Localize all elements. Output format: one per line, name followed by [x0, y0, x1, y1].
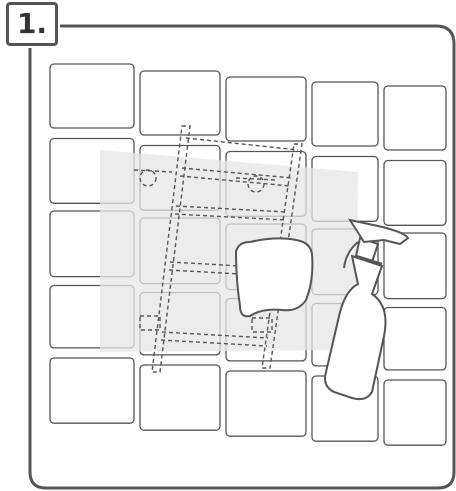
tile — [383, 159, 447, 226]
tile — [383, 379, 447, 446]
tile — [49, 63, 135, 129]
tile — [383, 232, 447, 300]
cloth — [234, 237, 314, 318]
tile — [311, 81, 379, 147]
tile — [383, 306, 447, 371]
panel-frame — [28, 24, 456, 490]
tile — [139, 70, 221, 136]
spray-bottle — [324, 218, 410, 401]
step-number: 1. — [16, 7, 48, 40]
dashed-ladder-outline — [133, 125, 303, 373]
tile — [225, 370, 307, 437]
tile — [225, 76, 307, 142]
tile — [383, 85, 447, 151]
tile — [139, 364, 221, 431]
tile — [49, 357, 135, 424]
step-number-badge: 1. — [6, 2, 58, 46]
